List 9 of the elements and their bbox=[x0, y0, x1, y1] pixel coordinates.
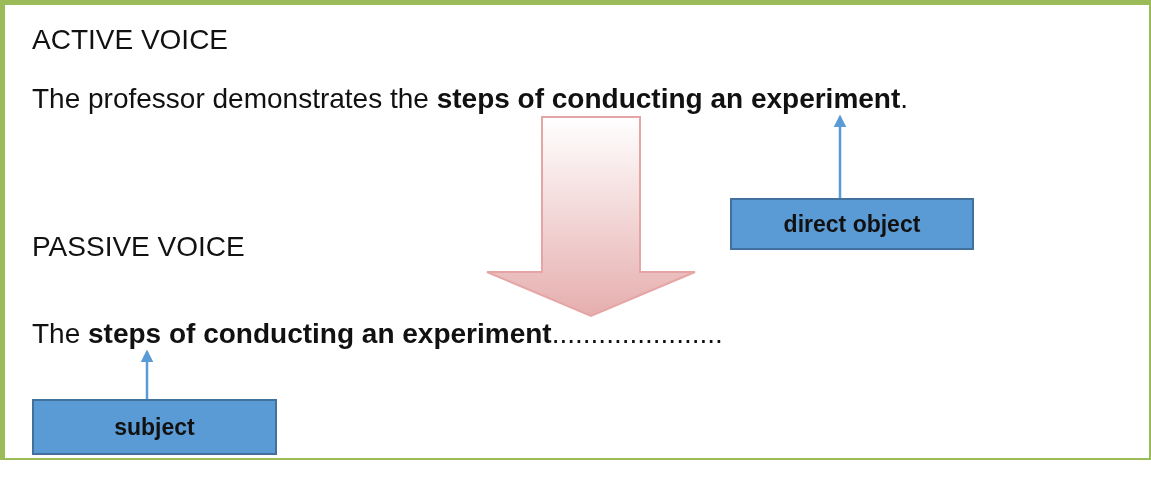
section-heading: PASSIVE VOICE bbox=[32, 231, 245, 263]
label-box: subject bbox=[32, 399, 277, 455]
example-sentence: The steps of conducting an experiment...................... bbox=[32, 316, 792, 352]
section-heading: ACTIVE VOICE bbox=[32, 24, 229, 56]
arrow bbox=[140, 349, 154, 399]
label-box: direct object bbox=[730, 198, 974, 250]
arrow bbox=[833, 114, 847, 198]
example-sentence: The professor demonstrates the steps of conducting an experiment. bbox=[32, 81, 972, 117]
block-arrow bbox=[486, 116, 696, 318]
